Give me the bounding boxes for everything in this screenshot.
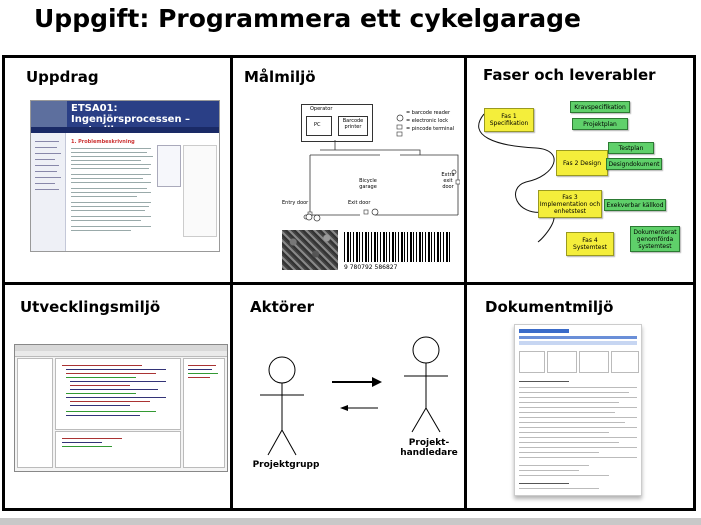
legend-lock: = electronic lock bbox=[406, 118, 449, 124]
actors-diagram bbox=[260, 336, 448, 456]
cell-title-faser: Faser och leverabler bbox=[483, 66, 656, 84]
pc-box bbox=[306, 116, 332, 136]
phase-1-note: Fas 1 Specifikation bbox=[484, 108, 534, 132]
cell-title-aktorer: Aktörer bbox=[250, 298, 315, 316]
ide-outline bbox=[183, 358, 225, 468]
cell-title-malmiljo: Målmiljö bbox=[244, 68, 316, 86]
grid-divider-horizontal bbox=[5, 282, 693, 285]
deliverable-testplan: Testplan bbox=[608, 142, 654, 154]
exit-door-label: Exit door bbox=[348, 200, 371, 206]
webpage-nav bbox=[31, 127, 219, 133]
phase-4-note: Fas 4 Systemtest bbox=[566, 232, 614, 256]
deliverable-projektplan: Projektplan bbox=[572, 118, 628, 130]
barcode-printer-label: Barcode printer bbox=[342, 118, 364, 130]
legend-pin: = pincode terminal bbox=[406, 126, 455, 132]
legend-barcode: = barcode reader bbox=[406, 110, 451, 116]
phase-3-note: Fas 3 Implementation och enhetstest bbox=[538, 190, 602, 218]
webpage-form-box bbox=[183, 145, 217, 237]
slide-title: Uppgift: Programmera ett cykelgarage bbox=[34, 4, 581, 33]
document-page-thumbnail bbox=[514, 324, 642, 496]
phase-2-note: Fas 2 Design bbox=[556, 150, 608, 176]
deliverable-systemtest: Dokumenterat genomförda systemtest bbox=[630, 226, 680, 252]
barcode-image bbox=[344, 232, 452, 262]
webpage-header-image bbox=[31, 101, 67, 127]
actor-projektgrupp: Projektgrupp bbox=[252, 460, 320, 470]
webpage-header: ETSA01: Ingenjörsprocessen – metodik bbox=[31, 101, 219, 136]
cell-title-utveckling: Utvecklingsmiljö bbox=[20, 298, 161, 316]
ide-package-explorer bbox=[17, 358, 53, 468]
webpage-heading: 1. Problembeskrivning bbox=[71, 139, 135, 145]
deliverable-kravspec: Kravspecifikation bbox=[570, 101, 630, 113]
actor-projekthandledare: Projekt-handledare bbox=[400, 438, 458, 458]
slide-footer-bar bbox=[0, 518, 701, 525]
ide-console bbox=[55, 431, 181, 468]
barcode-printer-box bbox=[338, 116, 368, 136]
slide-grid bbox=[2, 55, 696, 511]
deliverable-exekverbar: Exekverbar källkod bbox=[604, 199, 666, 211]
deliverable-designdokument: Designdokument bbox=[606, 158, 662, 170]
extra-exit-label: Extra exit door bbox=[441, 172, 455, 190]
cell-title-dokument: Dokumentmiljö bbox=[485, 298, 614, 316]
webpage-course-code: ETSA01: bbox=[71, 103, 118, 114]
garage-lines bbox=[303, 114, 460, 222]
bicycles-photo bbox=[282, 230, 338, 270]
barcode-number: 9 780792 586827 bbox=[344, 264, 398, 271]
bicycle-garage-label: Bicycle garage bbox=[359, 178, 377, 190]
operator-label: Operator bbox=[310, 106, 333, 112]
webpage-news-box bbox=[157, 145, 181, 187]
webpage-sidebar bbox=[31, 133, 66, 251]
pc-label: PC bbox=[314, 122, 321, 128]
entry-door-label: Entry door bbox=[282, 200, 309, 206]
ide-editor bbox=[55, 358, 181, 430]
ide-screenshot bbox=[14, 344, 228, 472]
cell-title-uppdrag: Uppdrag bbox=[26, 68, 99, 86]
assignment-webpage-thumbnail: ETSA01: Ingenjörsprocessen – metodik 1. … bbox=[30, 100, 220, 252]
